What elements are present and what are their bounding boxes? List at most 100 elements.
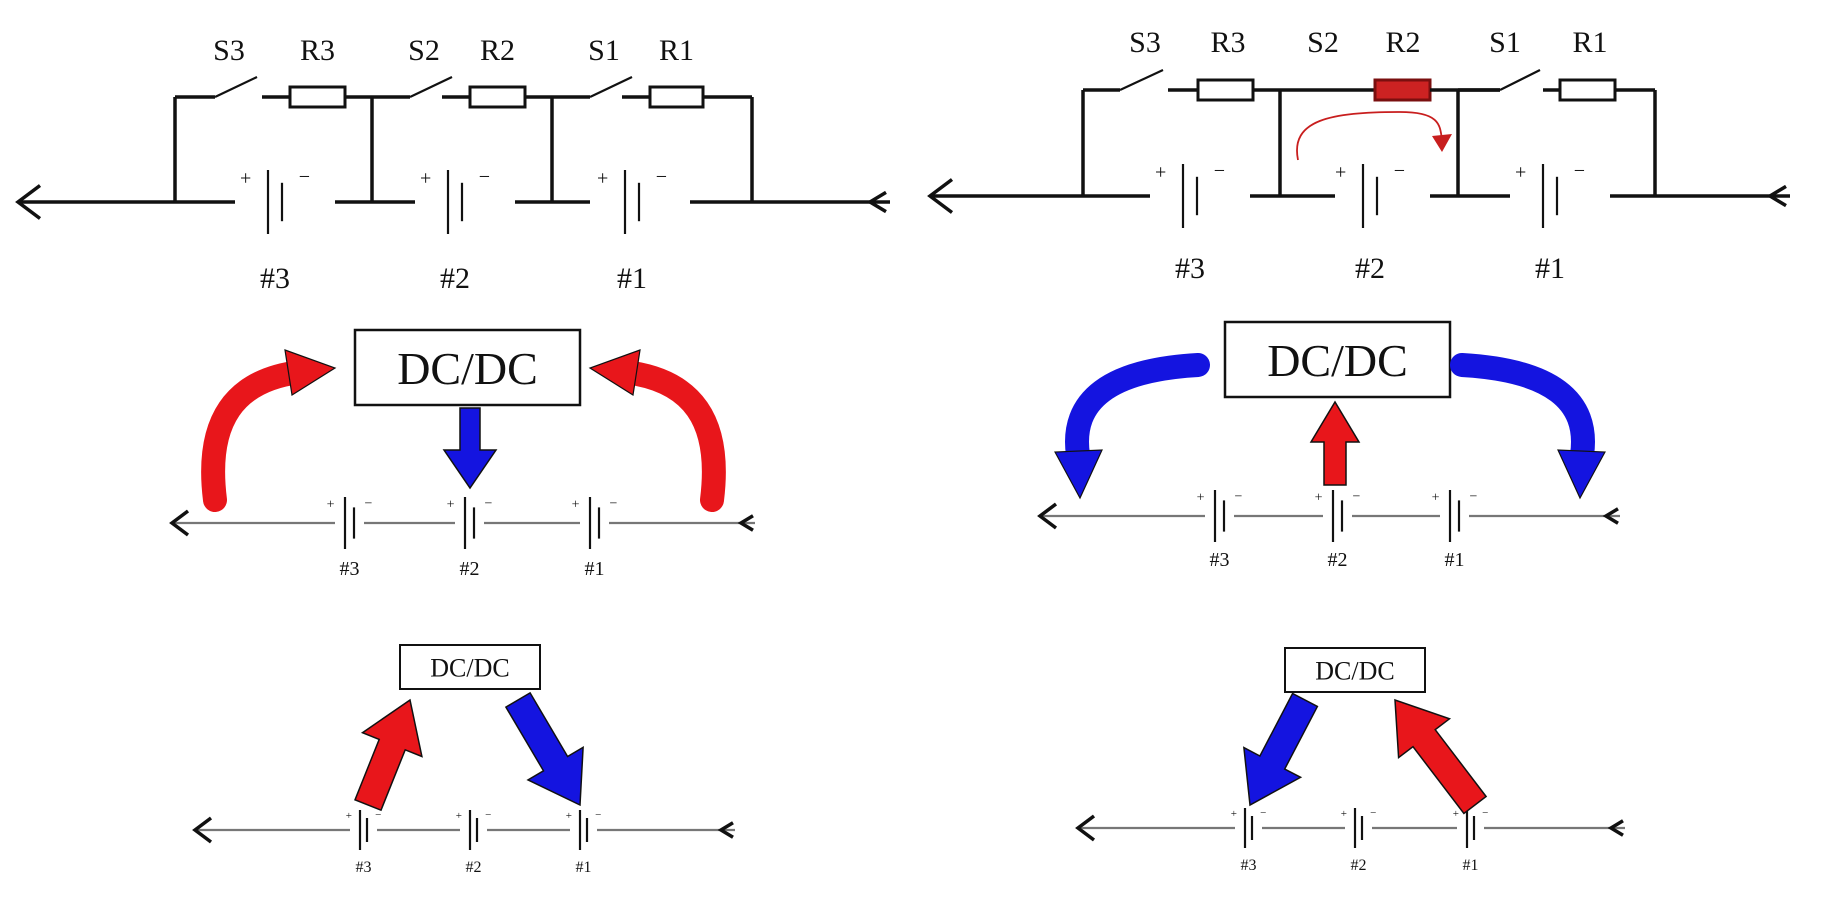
cell-plus-sign: + bbox=[1453, 808, 1459, 820]
dcdc-box-frame bbox=[1284, 647, 1426, 693]
dcdc-box-label: DC/DC bbox=[397, 343, 538, 394]
switch-blade bbox=[589, 76, 633, 98]
cell-plus-sign: + bbox=[1315, 491, 1323, 506]
cell-minus-sign: − bbox=[1394, 160, 1405, 182]
cell-plus-sign: + bbox=[1341, 808, 1347, 820]
battery-cell: +−#2 bbox=[1315, 489, 1361, 571]
resistor-label: R3 bbox=[1210, 26, 1245, 59]
cell-minus-sign: − bbox=[364, 496, 372, 511]
battery-cell: +−#3 bbox=[1197, 489, 1243, 571]
cell-minus-sign: − bbox=[1352, 489, 1360, 504]
switch-label: S1 bbox=[1489, 26, 1521, 59]
cell-label: #3 bbox=[1210, 549, 1230, 571]
cell-gap bbox=[1323, 512, 1352, 520]
cell-minus-sign: − bbox=[479, 166, 490, 188]
switch-blade bbox=[1119, 69, 1164, 91]
cell-minus-sign: − bbox=[484, 496, 492, 511]
dcdc-box: DC/DC bbox=[1284, 647, 1426, 693]
cell-label: #3 bbox=[340, 558, 360, 580]
cell-plus-sign: + bbox=[572, 498, 580, 513]
arrow-shaft bbox=[613, 360, 726, 512]
dcdc-box: DC/DC bbox=[399, 644, 541, 690]
arrow-head bbox=[1557, 449, 1606, 500]
bus-arrow-left bbox=[927, 178, 954, 214]
cell-plus-sign: + bbox=[1432, 491, 1440, 506]
blue-arrow-down bbox=[442, 407, 498, 490]
arrow-shaft bbox=[1065, 353, 1210, 467]
discharge-path bbox=[1296, 111, 1443, 161]
switch-blade bbox=[409, 76, 453, 98]
bus-arrow-tail bbox=[1766, 184, 1787, 208]
mid-left: DC/DC+−#3+−#2+−#1 bbox=[169, 328, 755, 580]
blue-arrow-left bbox=[1054, 353, 1210, 500]
battery-cell: + − #3 bbox=[240, 166, 310, 295]
cell-minus-sign: − bbox=[595, 809, 601, 821]
red-arrow-left bbox=[201, 349, 337, 512]
battery-cell: +−#3 bbox=[346, 809, 382, 876]
cell-minus-sign: − bbox=[1260, 807, 1266, 819]
bus-arrow-tail bbox=[1607, 819, 1624, 837]
dcdc-box-frame bbox=[353, 328, 582, 407]
dcdc-box-frame bbox=[1223, 320, 1452, 399]
switch-blade bbox=[1499, 69, 1541, 91]
resistor-label: R2 bbox=[1385, 26, 1420, 59]
bottom-right: DC/DC+−#3+−#2+−#1 bbox=[1075, 647, 1625, 874]
cell-label: #3 bbox=[260, 262, 290, 295]
cell-gap bbox=[455, 519, 484, 527]
battery-cell: +−#2 bbox=[447, 496, 493, 580]
cell-label: #2 bbox=[460, 558, 480, 580]
arrow-head bbox=[588, 349, 641, 396]
blue-arrow-right bbox=[1450, 353, 1606, 500]
cell-label: #3 bbox=[1241, 857, 1257, 874]
resistor-label: R3 bbox=[300, 34, 335, 67]
blue-arrow-to-cell1 bbox=[504, 691, 584, 807]
cell-plus-sign: + bbox=[1515, 161, 1526, 183]
cell-minus-sign: − bbox=[1234, 489, 1242, 504]
dcdc-box-label: DC/DC bbox=[430, 653, 509, 682]
cell-plus-sign: + bbox=[597, 167, 608, 189]
cell-plus-sign: + bbox=[456, 810, 462, 822]
cell-label: #1 bbox=[1463, 857, 1479, 874]
resistor bbox=[648, 85, 705, 109]
cell-plus-sign: + bbox=[1231, 808, 1237, 820]
battery-cell: +−#1 bbox=[1453, 807, 1489, 874]
cell-gap bbox=[335, 519, 364, 527]
dcdc-box: DC/DC bbox=[353, 328, 582, 407]
cell-minus-sign: − bbox=[299, 166, 310, 188]
switch-label: S2 bbox=[1307, 26, 1339, 59]
switch-label: S1 bbox=[588, 34, 620, 67]
cell-label: #1 bbox=[617, 262, 647, 295]
red-arrow-from-cell1 bbox=[1394, 698, 1488, 815]
resistor bbox=[1196, 78, 1255, 102]
battery-cell: + − #3 bbox=[1231, 807, 1267, 874]
dcdc-box-frame bbox=[399, 644, 541, 690]
resistor-highlighted bbox=[1373, 78, 1432, 102]
cell-minus-sign: − bbox=[609, 496, 617, 511]
cell-gap bbox=[1235, 824, 1262, 832]
cell-gap bbox=[350, 826, 377, 834]
bus-arrow-tail bbox=[717, 821, 734, 839]
cell-label: #3 bbox=[356, 859, 372, 876]
cell-plus-sign: + bbox=[240, 167, 251, 189]
cell-label: #1 bbox=[1445, 549, 1465, 571]
switch-label: S3 bbox=[213, 34, 245, 67]
cell-gap bbox=[580, 519, 609, 527]
battery-cell: +−#1 bbox=[1432, 489, 1478, 571]
cell-label: #2 bbox=[1355, 252, 1385, 285]
resistor-label: R2 bbox=[480, 34, 515, 67]
bus-arrow-tail bbox=[1602, 507, 1619, 525]
cell-label: #1 bbox=[576, 859, 592, 876]
cell-plus-sign: + bbox=[1335, 161, 1346, 183]
resistor-label: R1 bbox=[659, 34, 694, 67]
cell-gap bbox=[1345, 824, 1372, 832]
cell-plus-sign: + bbox=[1155, 161, 1166, 183]
battery-cell: +−#1 bbox=[1515, 160, 1585, 285]
red-arrow-right bbox=[588, 349, 726, 512]
discharge-path-head bbox=[1432, 134, 1452, 152]
arrow-shaft bbox=[201, 360, 312, 512]
cell-label: #2 bbox=[440, 262, 470, 295]
arrow-shaft bbox=[1450, 353, 1595, 467]
bus-arrow-left bbox=[1037, 502, 1058, 530]
